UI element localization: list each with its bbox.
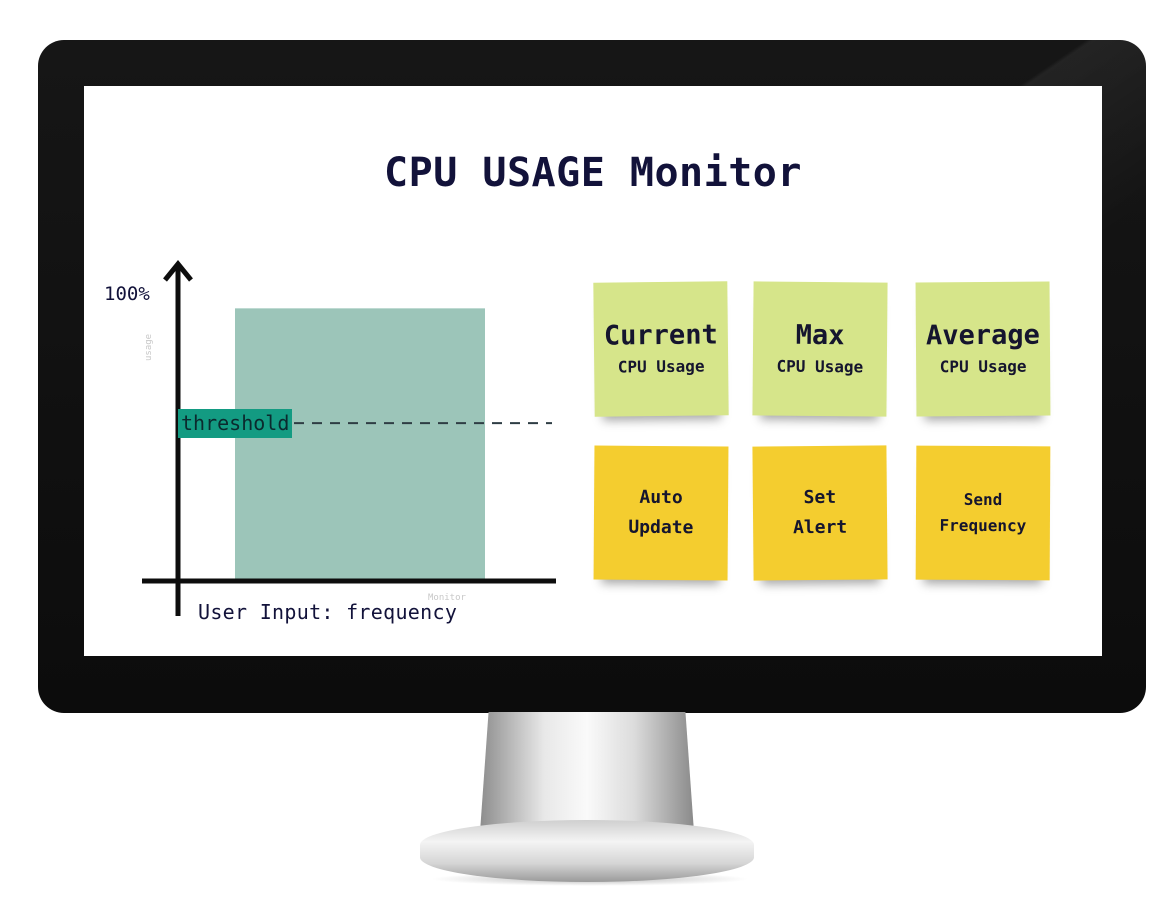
usage-bar xyxy=(235,308,485,581)
x-axis-label: User Input: frequency xyxy=(198,600,458,624)
note-subtitle: CPU Usage xyxy=(939,356,1027,377)
current-cpu-usage-note[interactable]: Current CPU Usage xyxy=(593,281,729,417)
y-axis-max-label: 100% xyxy=(104,283,150,305)
threshold-label[interactable]: threshold xyxy=(178,408,293,438)
note-line-2: Alert xyxy=(792,516,848,539)
note-subtitle: CPU Usage xyxy=(776,356,864,377)
y-axis-label: usage xyxy=(144,333,154,361)
monitor-stand-base xyxy=(420,820,754,882)
average-cpu-usage-note[interactable]: Average CPU Usage xyxy=(915,281,1051,417)
monitor-stand-neck xyxy=(480,712,694,832)
note-line-1: Set xyxy=(803,486,837,509)
set-alert-note[interactable]: Set Alert xyxy=(752,445,888,581)
note-subtitle: CPU Usage xyxy=(617,356,705,377)
note-title: Max xyxy=(795,319,845,352)
send-frequency-note[interactable]: Send Frequency xyxy=(915,445,1051,581)
auto-update-note[interactable]: Auto Update xyxy=(593,445,729,581)
cpu-usage-chart: 100% usage threshold Monitor User Input:… xyxy=(84,236,584,636)
chart-canvas xyxy=(142,260,556,616)
note-line-1: Auto xyxy=(639,486,683,509)
y-axis-arrowhead xyxy=(163,260,193,282)
note-line-1: Send xyxy=(963,489,1003,510)
note-line-2: Update xyxy=(628,516,694,539)
x-axis-annotation: Monitor xyxy=(428,593,466,603)
monitor-screen: CPU USAGE Monitor 100% usage threshold M… xyxy=(84,86,1102,656)
note-title: Average xyxy=(925,319,1040,352)
note-title: Current xyxy=(603,319,718,352)
page-title: CPU USAGE Monitor xyxy=(384,150,802,196)
note-line-2: Frequency xyxy=(939,515,1027,536)
max-cpu-usage-note[interactable]: Max CPU Usage xyxy=(752,281,888,417)
